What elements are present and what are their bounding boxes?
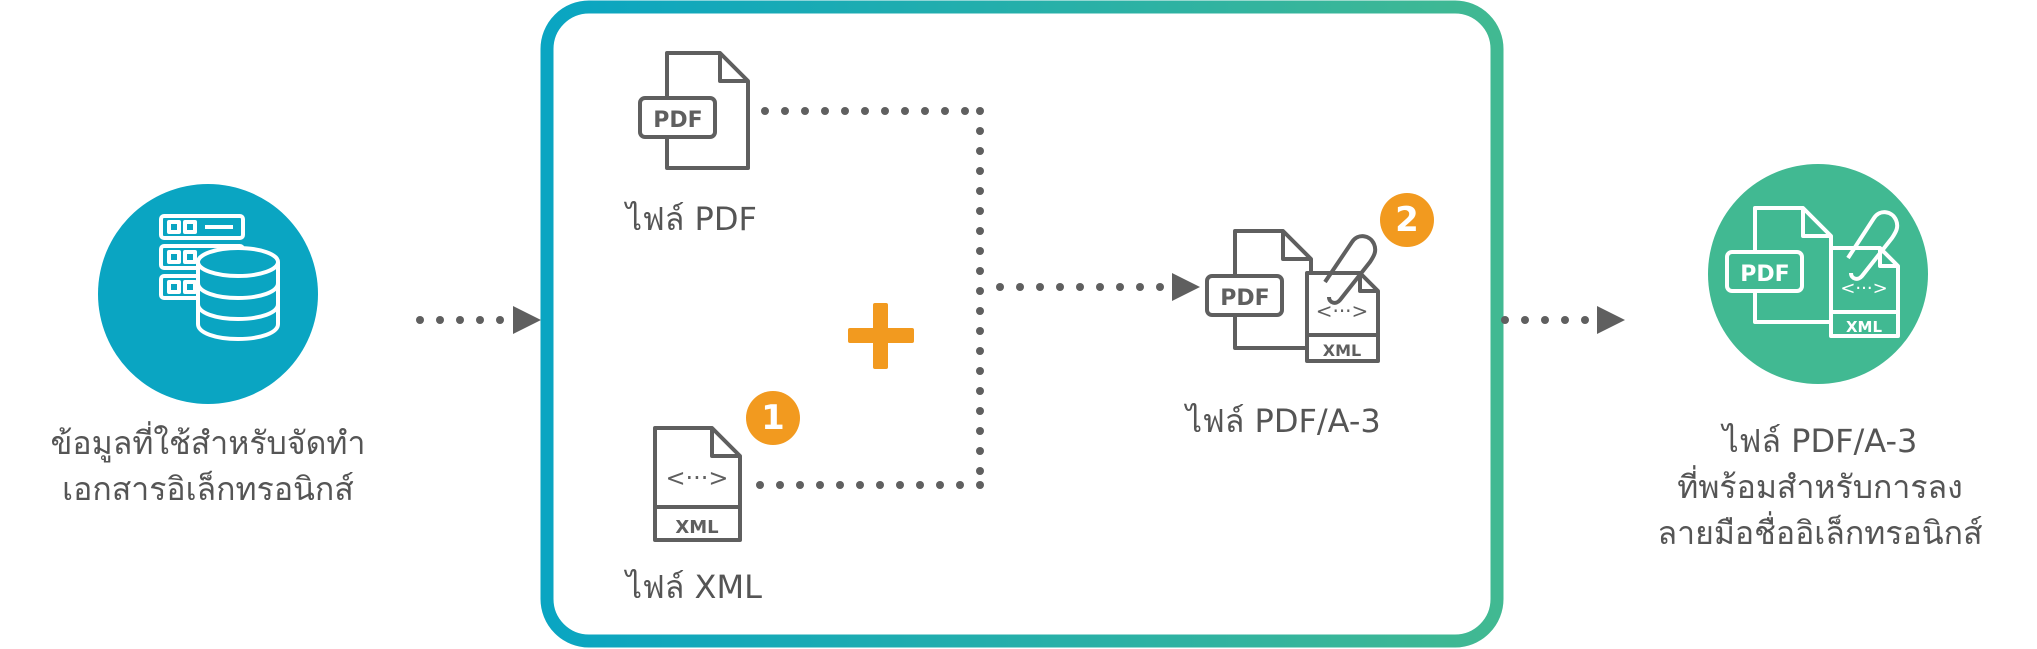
result-xml-text: XML [1846,318,1882,336]
source-label-line1: ข้อมูลที่ใช้สำหรับจัดทำ [50,424,366,462]
connector-xml-to-junction [756,481,984,489]
xml-file-label: ไฟล์ XML [626,568,762,606]
xml-icon-text: XML [675,517,718,538]
pdf-file-icon [638,51,750,170]
pdfa3-file-label: ไฟล์ PDF/A-3 [1186,402,1381,440]
arrow-source-to-frame [416,306,541,334]
arrow-frame-to-result [1501,306,1625,334]
step-badge-2: 2 [1380,193,1434,247]
pdf-icon-text: PDF [653,108,702,133]
result-paperclip-icon [1846,210,1900,281]
result-label-line1: ไฟล์ PDF/A-3 [1722,422,1918,460]
connector-vertical [976,127,984,475]
pdfa3-xml-text: XML [1323,341,1361,360]
connector-pdf-to-junction [761,107,984,115]
database-server-icon [159,214,280,341]
result-label: ไฟล์ PDF/A-3 ที่พร้อมสำหรับการลง ลายมือช… [1610,418,2030,556]
pdfa3-file-icon [1205,229,1380,363]
pdf-file-label: ไฟล์ PDF [626,200,757,238]
xml-code-glyph: <···> [665,464,728,492]
step-badge-1: 1 [746,391,800,445]
process-frame [540,0,1504,648]
pdfa3-code-glyph: <···> [1316,299,1369,323]
result-file-icon [1725,206,1900,338]
pdfa3-pdf-text: PDF [1220,286,1269,311]
result-pdf-text: PDF [1740,262,1789,287]
arrow-junction-to-combined [996,273,1200,301]
xml-file-icon [653,426,742,542]
result-label-line3: ลายมือชื่ออิเล็กทรอนิกส์ [1657,514,1983,552]
result-code-glyph: <···> [1840,278,1887,299]
plus-icon [848,303,914,369]
paperclip-icon [1323,234,1378,305]
source-label: ข้อมูลที่ใช้สำหรับจัดทำ เอกสารอิเล็กทรอน… [0,420,416,512]
source-label-line2: เอกสารอิเล็กทรอนิกส์ [62,470,354,508]
result-label-line2: ที่พร้อมสำหรับการลง [1677,468,1963,506]
